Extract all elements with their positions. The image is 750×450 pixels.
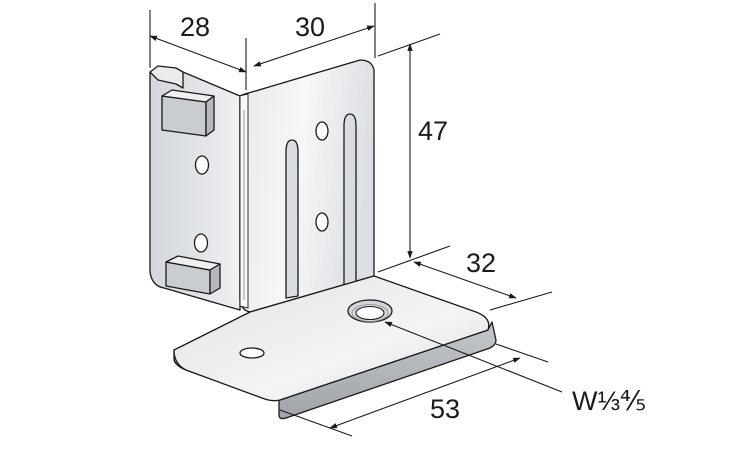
width-right-label: 30: [295, 12, 325, 42]
upper-tab: [161, 89, 215, 137]
hole-icon: [315, 212, 329, 232]
front-plate: [239, 59, 375, 313]
side-plate: [149, 65, 241, 311]
dimension-lines: [149, 3, 563, 437]
hole-icon: [193, 233, 209, 253]
length-label: 53: [430, 394, 460, 424]
slot-right: [343, 113, 357, 287]
height-label: 47: [418, 116, 448, 146]
hole-icon: [194, 155, 210, 175]
bolt-label: W⅓⅘: [572, 386, 646, 416]
hole-icon: [315, 121, 329, 141]
depth-label: 32: [466, 248, 496, 278]
slot-left: [285, 139, 299, 299]
lower-tab: [165, 255, 221, 295]
small-hole-icon: [239, 347, 265, 359]
width-left-label: 28: [180, 12, 210, 42]
threaded-hole-icon: [347, 299, 393, 323]
